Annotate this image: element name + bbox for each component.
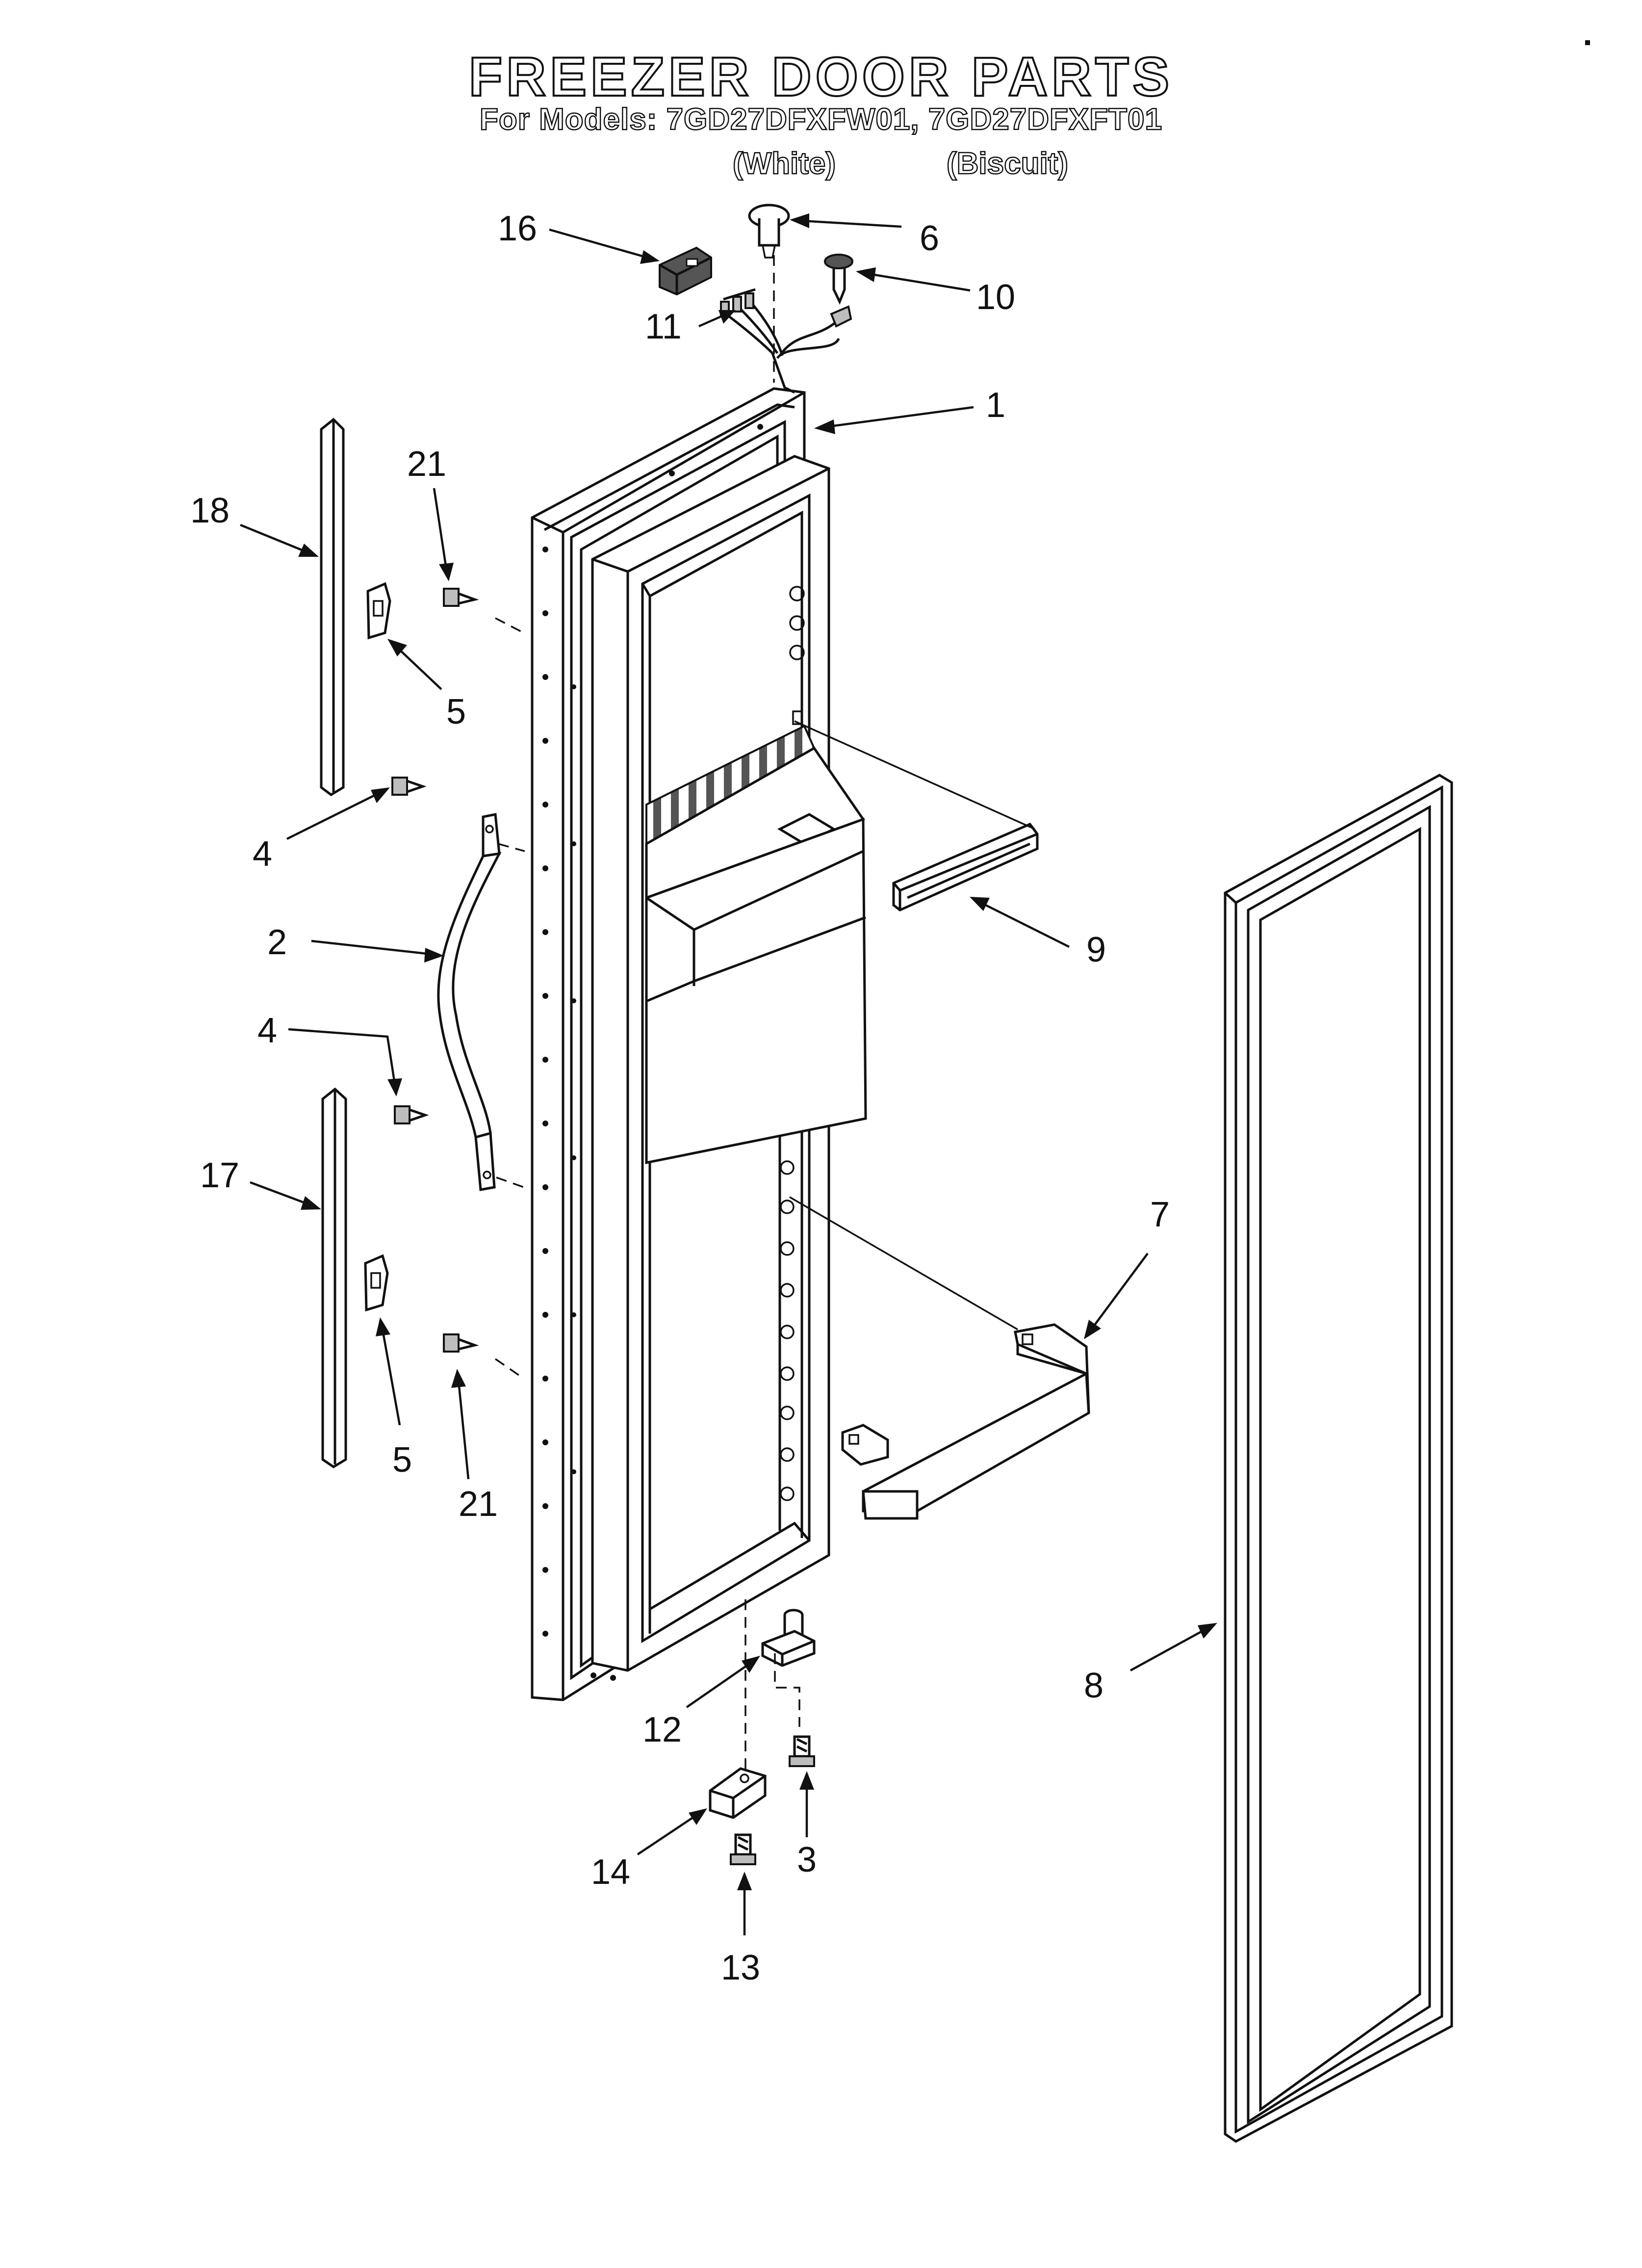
screw-3-icon xyxy=(789,1735,815,1767)
callout-17: 17 xyxy=(200,1156,240,1195)
callout-3: 3 xyxy=(797,1840,817,1879)
dispenser-shelf-icon xyxy=(841,1323,1090,1520)
callout-8: 8 xyxy=(1084,1666,1104,1705)
handle-icon xyxy=(437,813,502,1191)
callout-11: 11 xyxy=(645,307,682,346)
callout-5-upper: 5 xyxy=(446,692,466,731)
callout-4-upper: 4 xyxy=(253,834,273,874)
callout-21-upper: 21 xyxy=(407,444,447,484)
callout-5-lower: 5 xyxy=(392,1440,412,1480)
variant-biscuit-label: (Biscuit) xyxy=(946,146,1069,182)
callout-10: 10 xyxy=(976,278,1016,317)
callout-1: 1 xyxy=(986,386,1006,425)
callout-13: 13 xyxy=(721,1948,761,1987)
trim-strip-lower-icon xyxy=(321,1087,347,1468)
callout-9: 9 xyxy=(1086,930,1106,969)
callout-arrows xyxy=(240,213,1217,1935)
callout-16: 16 xyxy=(498,209,538,248)
callout-4-lower: 4 xyxy=(257,1011,278,1050)
screw-10-icon xyxy=(824,254,853,305)
trim-strip-upper-icon xyxy=(320,417,345,797)
callout-2: 2 xyxy=(267,923,287,962)
screw-13-icon xyxy=(730,1833,756,1865)
corner-mark xyxy=(1585,40,1590,45)
bracket-icon xyxy=(709,1767,767,1819)
grommet-icon xyxy=(748,204,790,259)
callout-12: 12 xyxy=(642,1710,682,1749)
clip-upper-icon xyxy=(366,582,391,640)
wire-harness-icon xyxy=(720,288,852,394)
screw-4-lower-icon xyxy=(394,1105,429,1124)
models-line: For Models: 7GD27DFXFW01, 7GD27DFXFT01 xyxy=(479,102,1162,137)
rail-icon xyxy=(892,822,1039,912)
screw-21-lower-icon xyxy=(443,1333,479,1353)
callout-21-lower: 21 xyxy=(459,1485,498,1524)
callout-14: 14 xyxy=(591,1852,631,1892)
screw-4-upper-icon xyxy=(391,777,427,796)
hinge-icon xyxy=(761,1609,816,1667)
screw-21-upper-icon xyxy=(443,588,479,607)
variant-white-label: (White) xyxy=(732,146,837,182)
gasket-icon xyxy=(1224,774,1453,2143)
callout-6: 6 xyxy=(920,219,940,258)
diagram-title: FREEZER DOOR PARTS xyxy=(468,45,1174,108)
callout-7: 7 xyxy=(1150,1195,1170,1234)
clip-lower-icon xyxy=(364,1254,389,1312)
callout-18: 18 xyxy=(190,491,230,530)
door-panel-icon xyxy=(531,387,867,1701)
plug-icon xyxy=(659,246,712,296)
assembly-lines xyxy=(495,255,1035,1776)
